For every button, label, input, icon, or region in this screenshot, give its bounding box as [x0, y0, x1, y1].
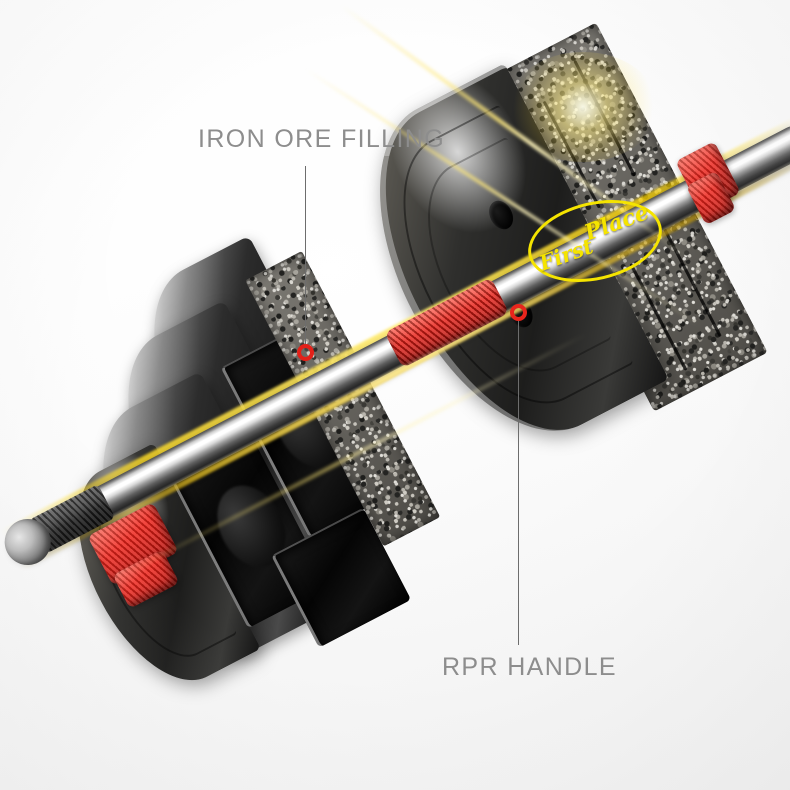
callout-label-iron-ore: IRON ORE FILLING	[198, 125, 446, 153]
marker-ring-iron-ore	[297, 344, 314, 361]
leader-line-rpr-handle	[518, 320, 519, 645]
watermark-word-first: First	[535, 233, 597, 276]
marker-ring-rpr-handle	[510, 304, 527, 321]
callout-label-rpr-handle: RPR HANDLE	[442, 653, 617, 681]
leader-line-iron-ore	[305, 166, 306, 344]
watermark-word-place: Place	[581, 198, 653, 247]
